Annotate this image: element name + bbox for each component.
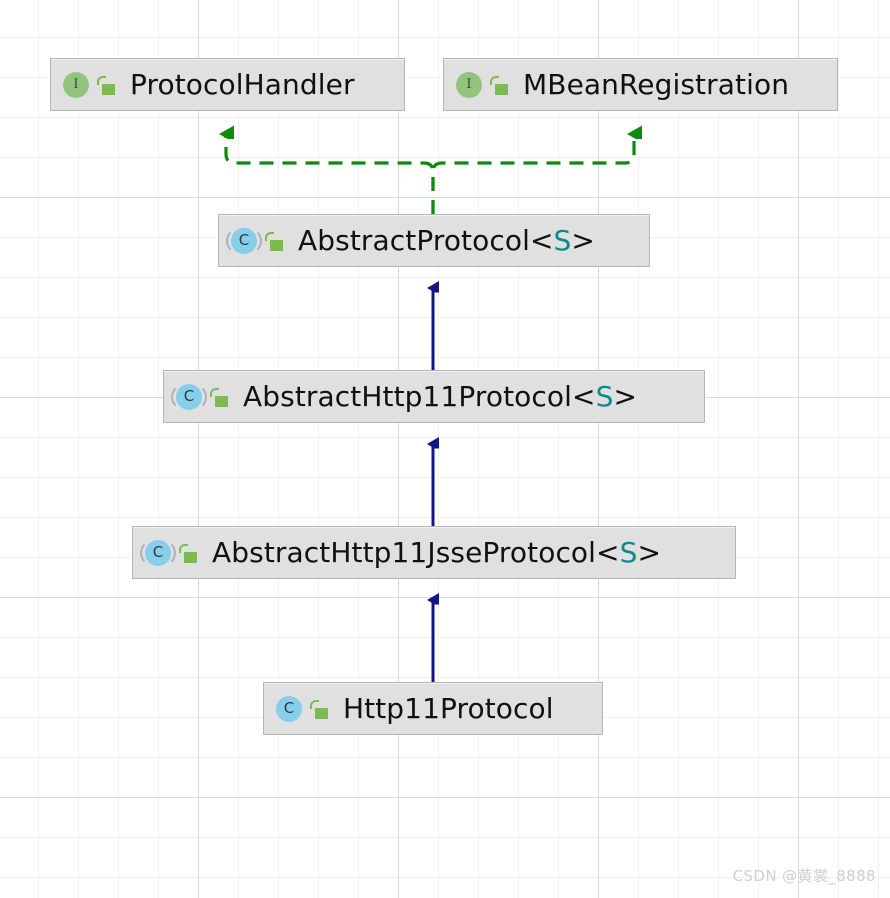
node-icons: C — [276, 695, 329, 722]
generic-parameter: S — [619, 535, 638, 569]
class-icon-letter: C — [283, 699, 295, 717]
abstract-class-icon: C — [140, 539, 176, 566]
unlock-icon — [264, 230, 284, 252]
class-node-protocolhandler[interactable]: I ProtocolHandler — [50, 58, 405, 111]
interface-icon: I — [456, 71, 482, 98]
node-icons: C — [226, 227, 284, 254]
node-icons: I — [63, 71, 116, 98]
class-node-abstracthttp11protocol[interactable]: C AbstractHttp11Protocol<S> — [163, 370, 705, 423]
abstract-class-icon-letter: C — [238, 231, 250, 249]
class-node-label: AbstractHttp11Protocol<S> — [243, 379, 637, 413]
interface-icon-letter: I — [73, 77, 79, 92]
class-node-label: ProtocolHandler — [130, 67, 355, 101]
node-icons: I — [456, 71, 509, 98]
generic-parameter: S — [595, 379, 614, 413]
generic-close-angle: > — [613, 379, 637, 413]
node-icons: C — [171, 383, 229, 410]
class-node-abstractprotocol[interactable]: C AbstractProtocol<S> — [218, 214, 650, 267]
class-icon: C — [276, 695, 302, 722]
class-node-label: Http11Protocol — [343, 691, 554, 725]
unlock-icon — [209, 386, 229, 408]
generic-open-angle: < — [596, 535, 620, 569]
class-node-mbeanregistration[interactable]: I MBeanRegistration — [443, 58, 838, 111]
class-node-label: AbstractProtocol<S> — [298, 223, 595, 257]
class-node-label: AbstractHttp11JsseProtocol<S> — [212, 535, 662, 569]
unlock-icon — [96, 74, 116, 96]
class-node-abstracthttp11jsseprotocol[interactable]: C AbstractHttp11JsseProtocol<S> — [132, 526, 736, 579]
unlock-icon — [178, 542, 198, 564]
class-node-name: AbstractProtocol — [298, 223, 530, 257]
generic-open-angle: < — [572, 379, 596, 413]
abstract-class-icon: C — [171, 383, 207, 410]
edge-implementation-group — [226, 134, 634, 214]
abstract-class-icon-letter: C — [183, 387, 195, 405]
node-icons: C — [140, 539, 198, 566]
interface-icon: I — [63, 71, 89, 98]
class-node-label: MBeanRegistration — [523, 67, 790, 101]
edge-abstractprotocol-implements-protocolhandler — [226, 134, 435, 214]
interface-icon-letter: I — [466, 77, 472, 92]
unlock-icon — [309, 698, 329, 720]
edge-abstractprotocol-implements-mbeanregistration — [431, 134, 634, 214]
generic-open-angle: < — [529, 223, 554, 257]
generic-parameter: S — [553, 223, 572, 257]
class-node-name: AbstractHttp11Protocol — [243, 379, 572, 413]
generic-close-angle: > — [571, 223, 595, 257]
generic-close-angle: > — [637, 535, 662, 569]
abstract-class-icon: C — [226, 227, 262, 254]
class-node-name: AbstractHttp11JsseProtocol — [212, 535, 597, 569]
abstract-class-icon-letter: C — [152, 543, 164, 561]
unlock-icon — [489, 74, 509, 96]
watermark-text: CSDN @黄裳_8888 — [732, 867, 876, 885]
class-node-http11protocol[interactable]: C Http11Protocol — [263, 682, 603, 735]
